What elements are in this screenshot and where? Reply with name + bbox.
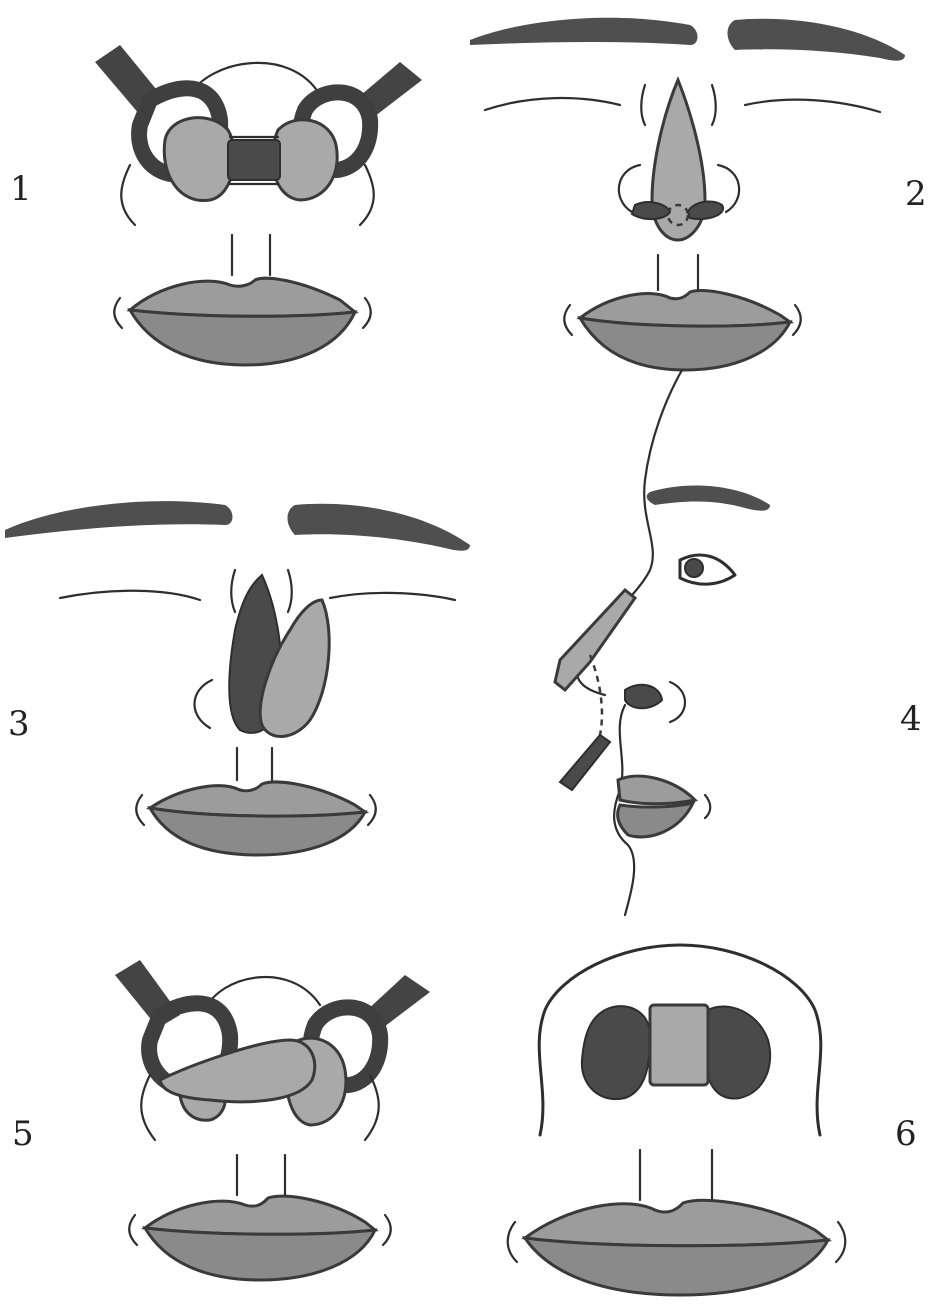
panel-1-left-tissue <box>164 118 234 201</box>
panel-4-label: 4 <box>900 699 922 739</box>
panel-6-left-nostril <box>582 1006 650 1099</box>
panel-6-right-nostril <box>704 1007 770 1099</box>
panel-3-lip-corner-right <box>368 795 376 825</box>
panel-2-label: 2 <box>905 174 927 214</box>
panel-4-pupil <box>685 559 703 577</box>
panel-4-flap-path <box>590 655 602 735</box>
panel-5-lip-corner-left <box>129 1215 137 1245</box>
panel-5-transverse-flap <box>160 1040 315 1102</box>
panel-4-lip-corner <box>705 795 710 818</box>
panel-5-label: 5 <box>12 1114 34 1154</box>
panel-5-cheek-left <box>141 1075 155 1140</box>
panel-1-lip-corner-left <box>114 298 122 328</box>
panel-3-left-eye <box>60 591 200 600</box>
panel-3-right-eye <box>330 593 455 600</box>
panel-6-lip-corner-left <box>508 1222 517 1262</box>
panel-2-left-eye <box>485 98 620 110</box>
panel-5-lower-lip <box>145 1228 375 1280</box>
panel-3-label: 3 <box>8 704 30 744</box>
panel-2-right-brow <box>728 19 906 61</box>
panel-2-right-eye <box>745 100 880 112</box>
panel-1-right-tissue <box>272 120 337 200</box>
panel-4-instrument <box>560 735 610 790</box>
panel-3-nose-side-left <box>231 570 235 612</box>
panel-6-upper-lip <box>525 1200 828 1245</box>
panel-6-lower-lip <box>525 1238 828 1295</box>
panel-4-nostril <box>625 685 662 708</box>
panel-6-label: 6 <box>895 1114 917 1154</box>
panel-3: 3 <box>5 501 470 855</box>
panel-2-left-brow <box>470 18 698 45</box>
panel-5-upper-lip <box>145 1196 375 1234</box>
panel-2-nose-side-left <box>641 85 645 125</box>
panel-2-nose-side-right <box>712 85 716 125</box>
panel-2-lower-lip <box>580 318 790 370</box>
panel-1-lower-lip <box>130 310 355 365</box>
panel-6: 6 <box>508 945 917 1295</box>
panel-4-nasal-strip <box>555 590 635 690</box>
panel-3-lower-lip <box>150 808 365 855</box>
panel-1-label: 1 <box>10 169 32 209</box>
panel-3-right-brow <box>288 504 471 551</box>
panel-1-columella-bridge <box>228 140 280 180</box>
panel-6-lip-corner-right <box>836 1222 845 1262</box>
panel-2-lip-corner-right <box>793 305 801 335</box>
panel-3-left-brow <box>5 501 233 538</box>
panel-1-cheek-right <box>360 165 374 225</box>
panel-6-columella <box>650 1005 708 1085</box>
panel-1-lip-corner-right <box>363 298 371 328</box>
panel-3-lip-corner-left <box>136 795 144 825</box>
panel-4-ala <box>670 682 685 722</box>
panel-3-ala-left <box>194 680 212 728</box>
panel-1: 1 <box>10 45 422 365</box>
panel-5-lip-corner-right <box>383 1215 391 1245</box>
panel-5: 5 <box>12 960 430 1280</box>
panel-4: 4 <box>555 370 922 915</box>
panel-1-cheek-left <box>121 165 135 225</box>
panel-1-upper-lip <box>130 278 355 316</box>
panel-4-brow <box>647 486 770 511</box>
panel-3-nose-side-right <box>288 570 292 612</box>
panel-4-lower-lip <box>618 803 693 837</box>
panel-2: 2 <box>470 18 927 370</box>
panel-4-upper-lip <box>618 776 695 804</box>
panel-2-lip-corner-left <box>564 305 572 335</box>
